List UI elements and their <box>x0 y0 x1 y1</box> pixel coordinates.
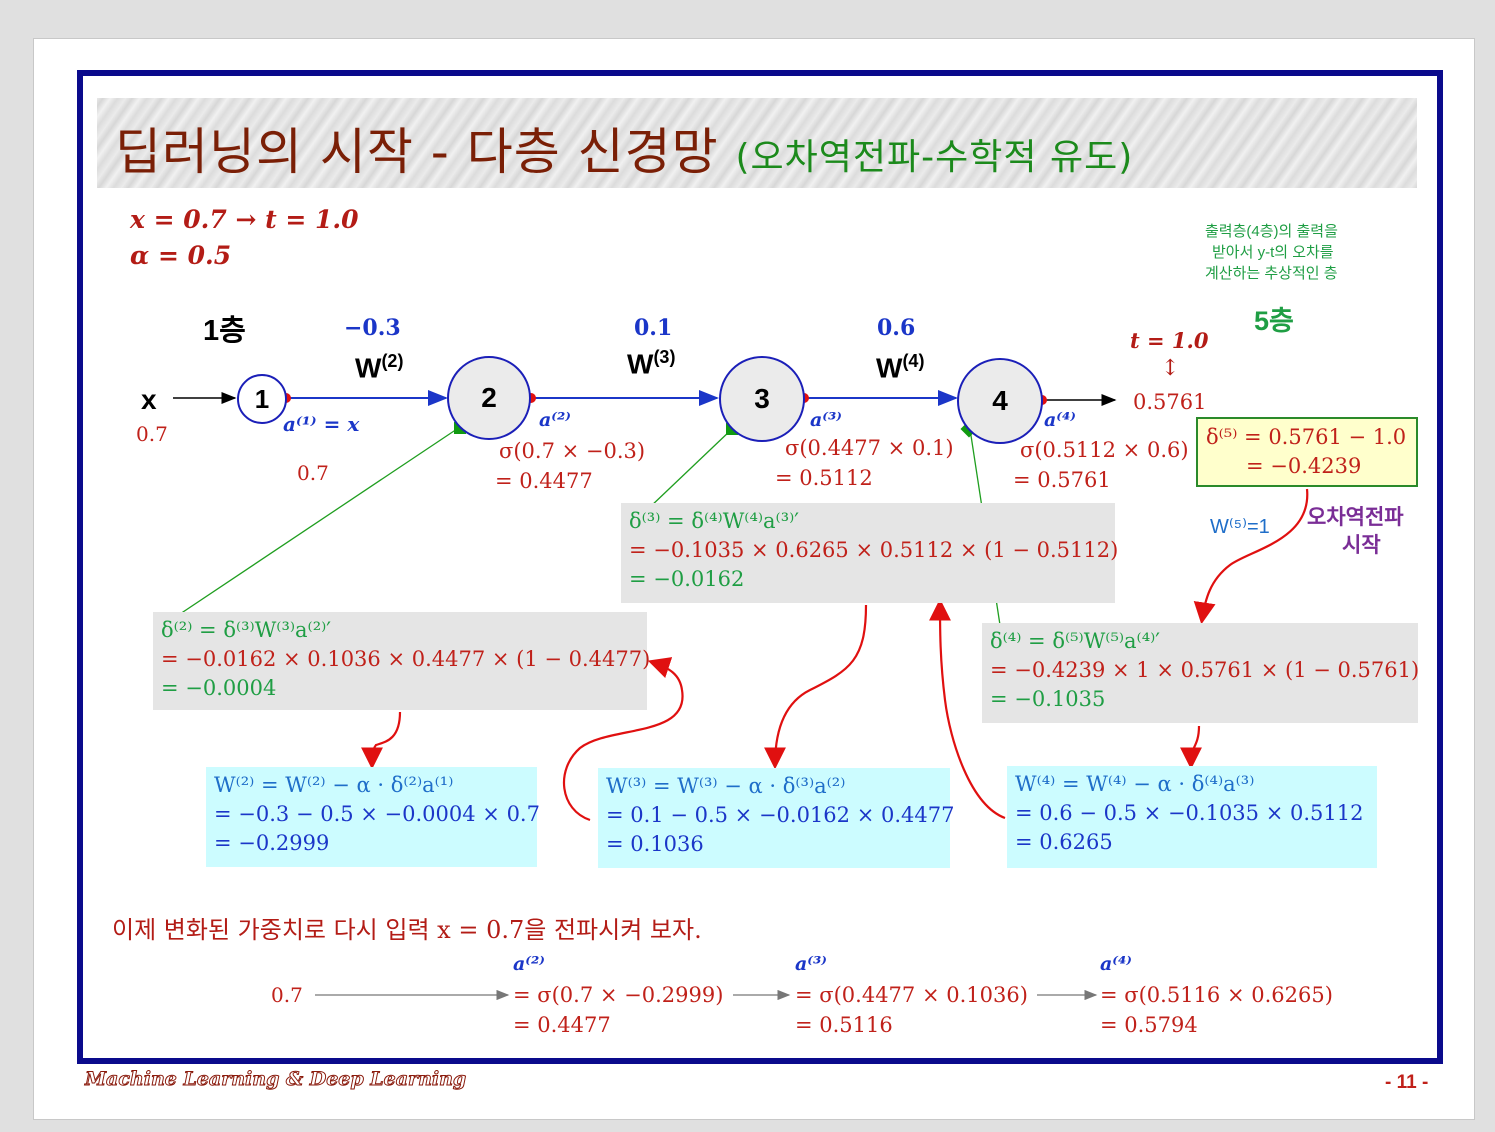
title-bar <box>97 98 1417 188</box>
second-pass-a4-label: a⁽⁴⁾ <box>1100 953 1132 975</box>
note-line-3: 계산하는 추상적인 층 <box>1205 265 1338 282</box>
weight-2-value: −0.3 <box>344 315 401 341</box>
a3-formula: σ(0.4477 × 0.1) <box>785 436 954 460</box>
delta2-line-3: = −0.0004 <box>161 676 277 700</box>
delta5-line-2: = −0.4239 <box>1246 454 1362 478</box>
slide-frame <box>77 70 1443 1064</box>
second-pass-a2-result: = 0.4477 <box>513 1013 611 1037</box>
note-line-1: 출력층(4층)의 출력을 <box>1205 223 1338 240</box>
output-value: 0.5761 <box>1133 390 1207 414</box>
second-pass-a2-label: a⁽²⁾ <box>513 953 545 975</box>
a4-result: = 0.5761 <box>1013 468 1111 492</box>
update-w2-line-3: = −0.2999 <box>214 831 330 855</box>
weight-3-value: 0.1 <box>634 315 673 341</box>
second-pass-a3-result: = 0.5116 <box>795 1013 893 1037</box>
a1-value: 0.7 <box>297 461 329 485</box>
w5-label: W⁽⁵⁾=1 <box>1210 516 1270 538</box>
title-main: 딥러닝의 시작 - 다층 신경망 <box>115 123 736 181</box>
a1-label: a⁽¹⁾ = x <box>283 412 360 436</box>
weight-3-label: W(3) <box>627 347 676 380</box>
second-pass-a3-label: a⁽³⁾ <box>795 953 827 975</box>
update-w3-box: W⁽³⁾ = W⁽³⁾ − α · δ⁽³⁾a⁽²⁾ = 0.1 − 0.5 ×… <box>598 768 955 868</box>
weight-4-label: W(4) <box>876 351 925 384</box>
weight-2-label: W(2) <box>355 351 404 384</box>
layer-5-label: 5층 <box>1254 306 1294 336</box>
delta3-line-3: = −0.0162 <box>629 567 745 591</box>
second-pass-a3-formula: = σ(0.4477 × 0.1036) <box>795 983 1028 1007</box>
weight-4-value: 0.6 <box>877 315 916 341</box>
delta5-line-1: δ⁽⁵⁾ = 0.5761 − 1.0 <box>1206 425 1407 449</box>
a3-label: a⁽³⁾ <box>810 409 842 431</box>
update-w4-line-3: = 0.6265 <box>1015 830 1113 854</box>
slide-title: 딥러닝의 시작 - 다층 신경망 (오차역전파-수학적 유도) <box>115 112 1133 184</box>
delta2-box: δ⁽²⁾ = δ⁽³⁾W⁽³⁾a⁽²⁾′ = −0.0162 × 0.1036 … <box>153 612 651 710</box>
second-pass-input: 0.7 <box>271 983 303 1007</box>
update-w3-line-1: W⁽³⁾ = W⁽³⁾ − α · δ⁽³⁾a⁽²⁾ <box>606 774 846 798</box>
footer-course-title: Machine Learning & Deep Learning <box>84 1068 467 1090</box>
update-w2-box: W⁽²⁾ = W⁽²⁾ − α · δ⁽²⁾a⁽¹⁾ = −0.3 − 0.5 … <box>206 767 540 867</box>
a3-result: = 0.5112 <box>775 466 873 490</box>
update-w3-line-3: = 0.1036 <box>606 832 704 856</box>
update-w2-line-2: = −0.3 − 0.5 × −0.0004 × 0.7 <box>214 802 540 826</box>
delta2-line-1: δ⁽²⁾ = δ⁽³⁾W⁽³⁾a⁽²⁾′ <box>161 618 332 642</box>
layer-1-label: 1층 <box>203 315 246 347</box>
second-pass-a2-formula: = σ(0.7 × −0.2999) <box>513 983 724 1007</box>
input-x-value: 0.7 <box>136 422 168 446</box>
page-number: - 11 - <box>1385 1072 1429 1093</box>
repropagate-text: 이제 변화된 가중치로 다시 입력 x = 0.7을 전파시켜 보자. <box>112 916 702 944</box>
title-subtitle: (오차역전파-수학적 유도) <box>735 137 1134 178</box>
given-learning-rate: α = 0.5 <box>130 241 232 270</box>
a2-result: = 0.4477 <box>495 469 593 493</box>
update-w4-line-1: W⁽⁴⁾ = W⁽⁴⁾ − α · δ⁽⁴⁾a⁽³⁾ <box>1015 772 1255 796</box>
target-value: t = 1.0 <box>1130 328 1209 353</box>
update-w4-line-2: = 0.6 − 0.5 × −0.1035 × 0.5112 <box>1015 801 1364 825</box>
backprop-start-line-1: 오차역전파 <box>1307 506 1404 529</box>
target-compare-arrow: ↕ <box>1161 356 1180 381</box>
delta4-box: δ⁽⁴⁾ = δ⁽⁵⁾W⁽⁵⁾a⁽⁴⁾′ = −0.4239 × 1 × 0.5… <box>982 623 1420 723</box>
update-w3-line-2: = 0.1 − 0.5 × −0.0162 × 0.4477 <box>606 803 955 827</box>
delta5-box: δ⁽⁵⁾ = 0.5761 − 1.0 = −0.4239 <box>1196 417 1418 487</box>
delta3-line-1: δ⁽³⁾ = δ⁽⁴⁾W⁽⁴⁾a⁽³⁾′ <box>629 509 800 533</box>
backprop-start-line-2: 시작 <box>1342 534 1381 557</box>
a4-formula: σ(0.5112 × 0.6) <box>1020 438 1189 462</box>
a4-label: a⁽⁴⁾ <box>1044 409 1076 431</box>
delta3-box: δ⁽³⁾ = δ⁽⁴⁾W⁽⁴⁾a⁽³⁾′ = −0.1035 × 0.6265 … <box>621 503 1119 603</box>
a2-formula: σ(0.7 × −0.3) <box>499 439 646 463</box>
delta2-line-2: = −0.0162 × 0.1036 × 0.4477 × (1 − 0.447… <box>161 647 651 671</box>
delta4-line-2: = −0.4239 × 1 × 0.5761 × (1 − 0.5761) <box>990 658 1420 682</box>
delta3-line-2: = −0.1035 × 0.6265 × 0.5112 × (1 − 0.511… <box>629 538 1119 562</box>
a2-label: a⁽²⁾ <box>539 409 571 431</box>
second-pass-a4-result: = 0.5794 <box>1100 1013 1198 1037</box>
input-x: x <box>141 384 157 415</box>
update-w4-box: W⁽⁴⁾ = W⁽⁴⁾ − α · δ⁽⁴⁾a⁽³⁾ = 0.6 − 0.5 ×… <box>1007 766 1377 868</box>
update-w2-line-1: W⁽²⁾ = W⁽²⁾ − α · δ⁽²⁾a⁽¹⁾ <box>214 773 454 797</box>
given-input-target: x = 0.7 → t = 1.0 <box>130 205 359 234</box>
node-1: 1 <box>237 374 287 424</box>
node-4: 4 <box>957 358 1043 444</box>
delta4-line-1: δ⁽⁴⁾ = δ⁽⁵⁾W⁽⁵⁾a⁽⁴⁾′ <box>990 629 1161 653</box>
second-pass-a4-formula: = σ(0.5116 × 0.6265) <box>1100 983 1333 1007</box>
delta4-line-3: = −0.1035 <box>990 687 1106 711</box>
node-2: 2 <box>447 356 531 440</box>
note-line-2: 받아서 y-t의 오차를 <box>1212 244 1334 261</box>
node-3: 3 <box>719 356 805 442</box>
